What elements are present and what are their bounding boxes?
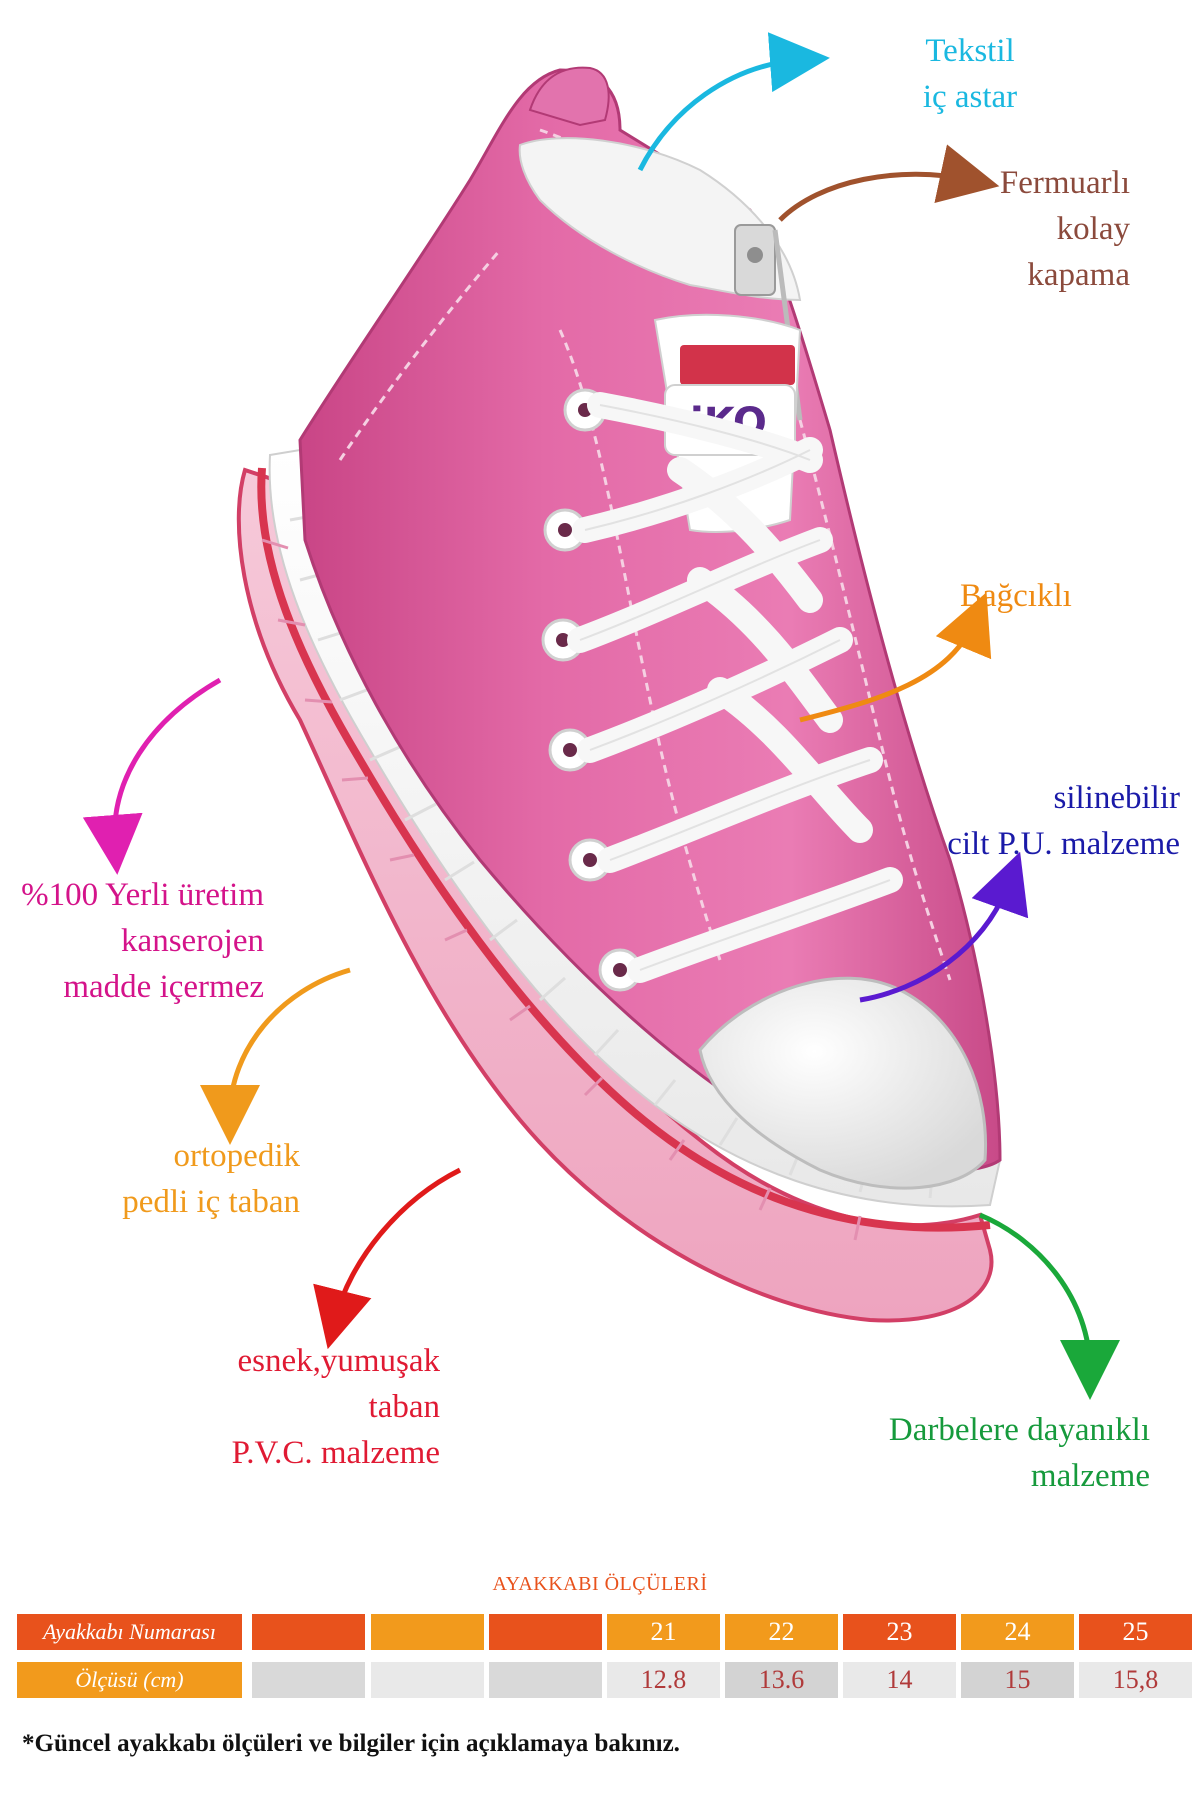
label-silinebilir-line1: silinebilir bbox=[1053, 780, 1181, 816]
cm-cell bbox=[252, 1662, 365, 1698]
size-cell: 25 bbox=[1079, 1614, 1192, 1650]
label-yerli-line2: kanserojen bbox=[121, 923, 264, 959]
label-esnek-line3: P.V.C. malzeme bbox=[231, 1435, 440, 1471]
label-bagcikli-line1: Bağcıklı bbox=[960, 578, 1072, 614]
label-yerli-line1: %100 Yerli üretim bbox=[21, 877, 264, 913]
size-table: Ayakkabı Numarası 21 22 23 24 25 Ölçüsü … bbox=[17, 1614, 1200, 1710]
size-cell: 22 bbox=[725, 1614, 838, 1650]
label-fermuar-line3: kapama bbox=[1027, 257, 1130, 293]
label-tekstil-line1: Tekstil bbox=[925, 33, 1015, 69]
label-esnek-line1: esnek,yumuşak bbox=[237, 1343, 440, 1379]
cm-cell: 12.8 bbox=[607, 1662, 720, 1698]
size-cell bbox=[252, 1614, 365, 1650]
label-darbe-line2: malzeme bbox=[1030, 1458, 1150, 1494]
label-esnek-line2: taban bbox=[368, 1389, 440, 1425]
size-cell bbox=[371, 1614, 484, 1650]
label-silinebilir: silinebilir cilt P.U. malzeme bbox=[900, 775, 1180, 867]
cm-cell bbox=[371, 1662, 484, 1698]
label-ortopedik-line2: pedli iç taban bbox=[122, 1184, 300, 1220]
label-darbe: Darbelere dayanıklı malzeme bbox=[860, 1407, 1150, 1499]
label-tekstil: Tekstil iç astar bbox=[860, 28, 1080, 120]
size-cell bbox=[489, 1614, 602, 1650]
label-ortopedik: ortopedik pedli iç taban bbox=[100, 1133, 300, 1225]
size-row-numbers: Ayakkabı Numarası 21 22 23 24 25 bbox=[17, 1614, 1200, 1650]
label-fermuar-line2: kolay bbox=[1056, 211, 1130, 247]
label-darbe-line1: Darbelere dayanıklı bbox=[888, 1412, 1150, 1448]
label-esnek: esnek,yumuşak taban P.V.C. malzeme bbox=[200, 1338, 440, 1476]
size-table-title: AYAKKABI ÖLÇÜLERİ bbox=[492, 1573, 708, 1595]
size-cell: 24 bbox=[961, 1614, 1074, 1650]
label-bagcikli: Bağcıklı bbox=[960, 573, 1072, 619]
label-yerli-line3: madde içermez bbox=[63, 969, 264, 1005]
cm-cell: 15 bbox=[961, 1662, 1074, 1698]
size-cell: 23 bbox=[843, 1614, 956, 1650]
label-tekstil-line2: iç astar bbox=[922, 79, 1018, 115]
label-silinebilir-line2: cilt P.U. malzeme bbox=[947, 826, 1180, 862]
cm-cell: 13.6 bbox=[725, 1662, 838, 1698]
size-note: *Güncel ayakkabı ölçüleri ve bilgiler iç… bbox=[22, 1730, 680, 1757]
label-fermuar-line1: Fermuarlı bbox=[999, 165, 1130, 201]
label-fermuar: Fermuarlı kolay kapama bbox=[920, 160, 1130, 298]
cm-cell: 14 bbox=[843, 1662, 956, 1698]
cm-row-header: Ölçüsü (cm) bbox=[17, 1662, 242, 1698]
label-yerli: %100 Yerli üretim kanserojen madde içerm… bbox=[14, 872, 264, 1010]
size-row-cm: Ölçüsü (cm) 12.8 13.6 14 15 15,8 bbox=[17, 1662, 1200, 1698]
cm-cell: 15,8 bbox=[1079, 1662, 1192, 1698]
label-ortopedik-line1: ortopedik bbox=[173, 1138, 300, 1174]
cm-cell bbox=[489, 1662, 602, 1698]
size-row-header: Ayakkabı Numarası bbox=[17, 1614, 242, 1650]
size-cell: 21 bbox=[607, 1614, 720, 1650]
